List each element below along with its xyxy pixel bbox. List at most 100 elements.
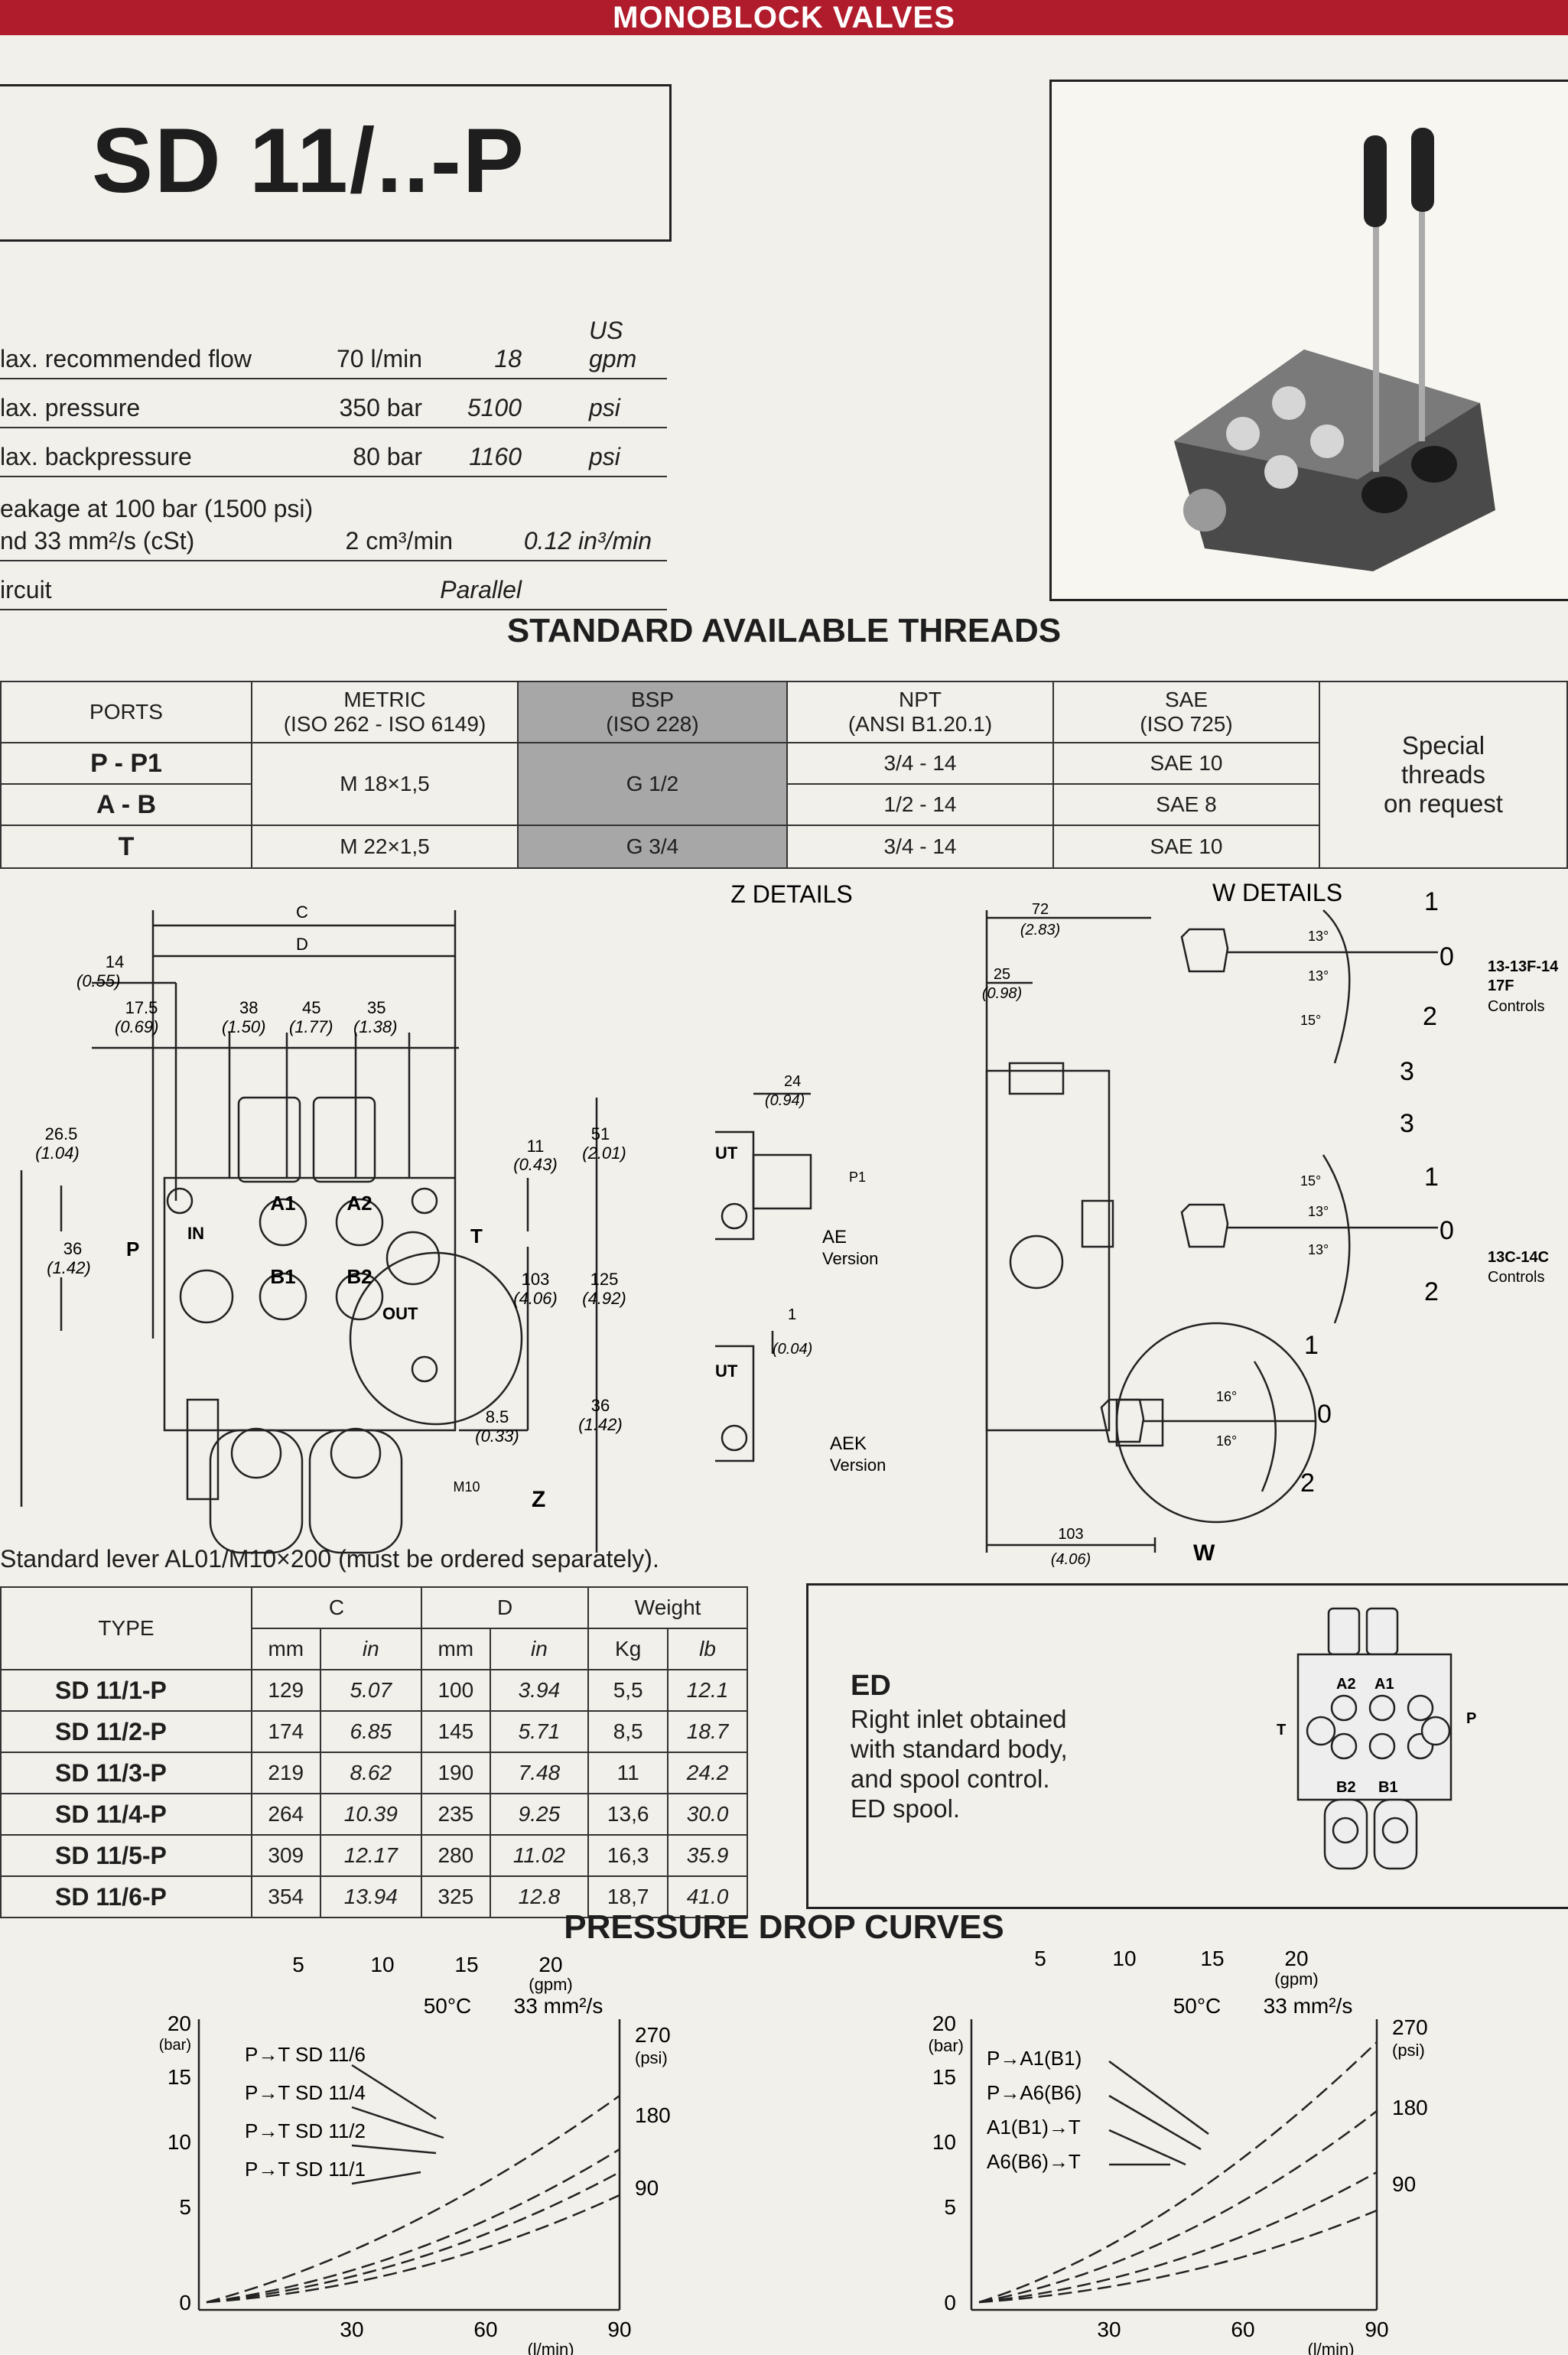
angle-13b: 13°	[1308, 968, 1329, 984]
d-mm: 235	[421, 1793, 491, 1836]
threads-title: STANDARD AVAILABLE THREADS	[506, 612, 1062, 649]
dim-85-inch: (0.33)	[475, 1426, 519, 1446]
port-t: T	[0, 825, 252, 869]
d-mm: 190	[421, 1752, 491, 1794]
angle-13d: 13°	[1308, 1242, 1329, 1257]
metric-t: M 22×1,5	[251, 825, 519, 869]
gpm-tick: 10	[370, 1953, 394, 1976]
dim-11: 11	[527, 1137, 545, 1156]
spec-metric: 80 bar	[353, 443, 422, 470]
ed-label-a1: A1	[1374, 1676, 1394, 1693]
c-in: 10.39	[319, 1793, 423, 1836]
dim-d: D	[296, 935, 308, 954]
legend-item: A6(B6)→T	[987, 2150, 1081, 2173]
d-mm: 325	[421, 1875, 491, 1918]
label-w: W	[1193, 1540, 1215, 1566]
gpm-tick: 10	[1112, 1947, 1136, 1970]
table-row: SD 11/3-P 219 8.62 190 7.48 11 24.2	[0, 1752, 748, 1794]
table-row: SD 11/2-P 174 6.85 145 5.71 8,5 18.7	[0, 1710, 748, 1753]
bar-tick: 10	[932, 2130, 956, 2154]
table-row: SD 11/1-P 129 5.07 100 3.94 5,5 12.1	[0, 1669, 748, 1712]
bar-tick: 20	[932, 2012, 956, 2035]
ed-valve-drawing: A2 A1 T P B2 B1	[1277, 1607, 1476, 1870]
dimension-labels: C D 14 (0.55) 17.5 (0.69) 38 (1.50) 45 (…	[35, 903, 626, 1512]
lever-note: Standard lever AL01/M10×200 (must be ord…	[0, 1545, 659, 1573]
page-header-title: MONOBLOCK VALVES	[613, 1, 955, 34]
weight-lb: 24.2	[667, 1752, 748, 1794]
th-c-mm: mm	[251, 1628, 321, 1670]
dim-45: 45	[302, 998, 320, 1017]
model-title: SD 11/..-P	[92, 109, 525, 212]
dim-36b: 36	[591, 1396, 610, 1415]
weight-kg: 8,5	[587, 1710, 669, 1753]
spec-label: lax. recommended flow	[0, 345, 252, 372]
legend-item: P→T SD 11/1	[245, 2158, 366, 2181]
pos-2a: 2	[1423, 1002, 1437, 1031]
c-mm: 219	[251, 1752, 321, 1794]
metric-merged: M 18×1,5	[251, 742, 519, 826]
d-in: 7.48	[489, 1752, 590, 1794]
label-z: Z	[532, 1487, 545, 1512]
dim-36b-inch: (1.42)	[578, 1415, 622, 1434]
spec-imperial: 1160	[469, 443, 522, 470]
npt-t: 3/4 - 14	[786, 825, 1054, 869]
port-label-b1: B1	[270, 1265, 295, 1288]
legend-item: P→T SD 11/6	[245, 2043, 366, 2066]
legend-item: P→T SD 11/2	[245, 2119, 366, 2142]
dim-24-inch: (0.94)	[765, 1092, 805, 1109]
dim-103-inch: (4.06)	[513, 1289, 557, 1308]
lmin-tick: 60	[1231, 2318, 1254, 2341]
d-in: 3.94	[489, 1669, 590, 1712]
c-in: 13.94	[319, 1875, 423, 1918]
c-mm: 309	[251, 1834, 321, 1877]
ae-version-sub: Version	[822, 1249, 878, 1268]
dim-1-inch: (0.04)	[773, 1341, 812, 1358]
dim-85: 8.5	[486, 1407, 509, 1426]
d-in: 5.71	[489, 1710, 590, 1753]
port-label-t: T	[470, 1225, 483, 1247]
table-row: SD 11/6-P 354 13.94 325 12.8 18,7 41.0	[0, 1875, 748, 1918]
dim-m10: M10	[453, 1479, 480, 1495]
psi-tick: 90	[1392, 2172, 1416, 2196]
dim-103w-inch: (4.06)	[1051, 1551, 1091, 1568]
pos-0a: 0	[1440, 942, 1454, 971]
th-kg: Kg	[587, 1628, 669, 1670]
type-name: SD 11/3-P	[0, 1752, 252, 1794]
gpm-tick: 20	[538, 1953, 562, 1976]
d-in: 12.8	[489, 1875, 590, 1918]
pos-1a: 1	[1424, 887, 1439, 916]
bar-tick: 10	[168, 2130, 191, 2154]
c-mm: 174	[251, 1710, 321, 1753]
th-sae: SAE(ISO 725)	[1052, 681, 1320, 743]
spec-row-circuit: ircuit Parallel	[0, 560, 667, 610]
spec-label-line2: nd 33 mm²/s (cSt)	[0, 527, 195, 555]
spec-metric: 2 cm³/min	[345, 527, 453, 555]
spec-metric: 70 l/min	[336, 345, 422, 372]
spec-imperial: 0.12 in³/min	[523, 527, 652, 555]
dim-125-inch: (4.92)	[582, 1289, 626, 1308]
bar-tick: 15	[168, 2065, 191, 2089]
pos-0c: 0	[1317, 1400, 1332, 1429]
th-bsp: BSP(ISO 228)	[517, 681, 788, 743]
controls-1-line3: Controls	[1488, 998, 1544, 1015]
pos-0b: 0	[1440, 1216, 1454, 1245]
dim-c: C	[296, 903, 308, 922]
lmin-tick: 90	[607, 2318, 631, 2341]
c-in: 6.85	[319, 1710, 423, 1753]
lmin-tick: 30	[1097, 2318, 1121, 2341]
angle-16b: 16°	[1216, 1433, 1237, 1449]
bsp-t: G 3/4	[517, 825, 788, 869]
angle-15a: 15°	[1300, 1013, 1321, 1028]
angle-15b: 15°	[1300, 1173, 1321, 1189]
spec-label: lax. backpressure	[0, 443, 192, 470]
spec-label: ircuit	[0, 576, 52, 603]
header-bar	[0, 0, 1568, 35]
weight-kg: 16,3	[587, 1834, 669, 1877]
valve-body-outline	[163, 1176, 457, 1432]
ed-label-t: T	[1277, 1722, 1286, 1739]
dim-35: 35	[367, 998, 385, 1017]
controls-2-line2: Controls	[1488, 1269, 1544, 1286]
weight-lb: 35.9	[667, 1834, 748, 1877]
